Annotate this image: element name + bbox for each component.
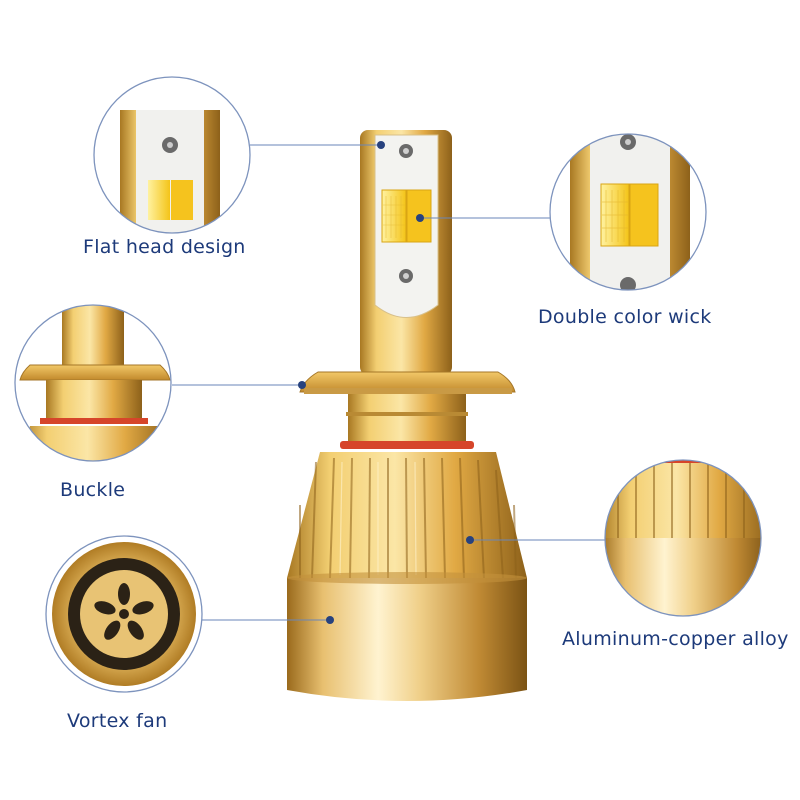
double-color-wick-label: Double color wick xyxy=(538,306,712,328)
mounting-buckle-closeup xyxy=(14,304,172,462)
heatsink-fins-closeup xyxy=(604,459,762,617)
led-chip xyxy=(381,189,432,243)
fan-blades-icon xyxy=(94,583,154,640)
vortex-fan-label: Vortex fan xyxy=(67,710,168,732)
heatsink xyxy=(287,452,527,579)
callout-dots xyxy=(298,141,474,624)
collar xyxy=(340,394,474,449)
headlight-bulb xyxy=(287,130,527,701)
led-head-stem xyxy=(360,130,452,375)
buckle-flange xyxy=(299,371,516,394)
fan-closeup xyxy=(45,535,203,693)
callout-lines xyxy=(172,144,605,621)
aluminum-copper-alloy-label: Aluminum-copper alloy xyxy=(562,628,789,650)
flat-head-closeup xyxy=(93,76,251,234)
led-chip-closeup xyxy=(549,133,707,291)
buckle-label: Buckle xyxy=(60,479,126,501)
base-housing xyxy=(287,572,527,701)
flat-head-design-label: Flat head design xyxy=(83,236,246,258)
